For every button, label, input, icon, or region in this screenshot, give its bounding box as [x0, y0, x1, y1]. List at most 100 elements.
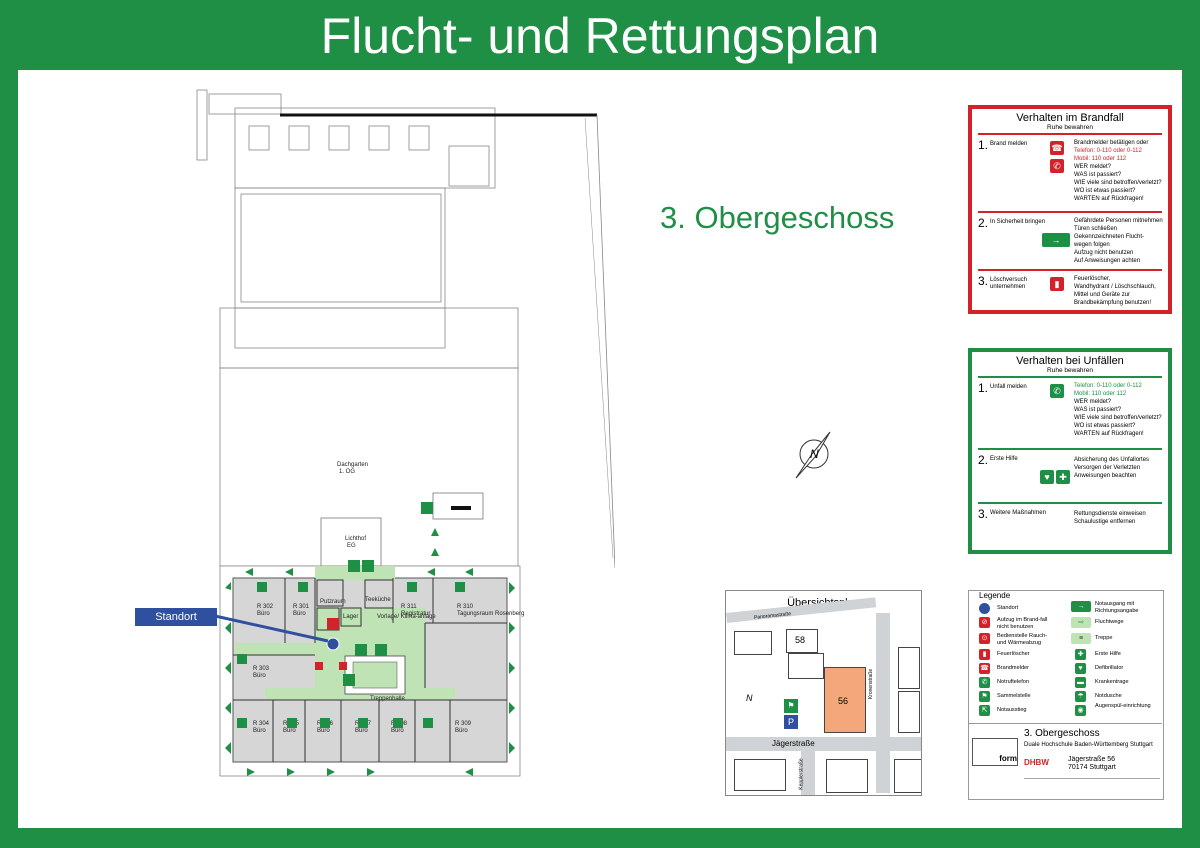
- building-block: [788, 653, 824, 679]
- building-58: 58: [786, 629, 818, 653]
- assembly-point-icon: ⚑: [784, 699, 798, 713]
- legend-item: Augenspül-einrichtung: [1095, 703, 1151, 709]
- building-block: [734, 759, 786, 791]
- titleblock-meta: [1024, 778, 1160, 797]
- street-kepplerstrasse: [801, 751, 815, 795]
- route-arrows: [225, 528, 515, 776]
- building-56: 56: [824, 667, 866, 733]
- floor-plan: R 302 Büro R 301 Büro R 311 Registratur …: [165, 88, 615, 788]
- titleblock-city: 70174 Stuttgart: [1068, 764, 1116, 771]
- room-use: Tagungsraum Rosenberg: [457, 611, 524, 617]
- first-aid-icon: ✚: [1075, 649, 1086, 660]
- legend-item: Feuerlöscher: [997, 651, 1030, 657]
- unfall-step-1: 1. Unfall melden ✆ Telefon: 0-110 oder 0…: [978, 381, 1162, 437]
- first-aid-icon: ✚: [1056, 470, 1070, 484]
- defibrillator-icon: ♥: [1040, 470, 1054, 484]
- building-block: [898, 647, 920, 689]
- room-label: R 302: [257, 604, 274, 610]
- titleblock-org: Duale Hochschule Baden-Württemberg Stutt…: [1024, 742, 1153, 748]
- room-use: Büro: [355, 728, 368, 734]
- teekueche-label: Teeküche: [365, 597, 391, 603]
- building-block: [826, 759, 868, 793]
- room-use: Büro: [391, 728, 404, 734]
- legend-item: Notausstieg: [997, 707, 1027, 713]
- treppenhalle-label: Treppenhalle: [370, 696, 405, 702]
- step-text: Feuerlöscher, Wandhydrant / Löschschlauc…: [1074, 276, 1156, 306]
- room-use: Büro: [257, 611, 270, 617]
- legend-item: Notruftelefon: [997, 679, 1030, 685]
- brandfall-subtitle: Ruhe bewahren: [1047, 124, 1093, 131]
- escape-route-icon: ⇨: [1071, 617, 1091, 628]
- room-use: Büro: [253, 673, 266, 679]
- exit-arrow-icon: →: [1071, 601, 1091, 612]
- shower-icon: ☂: [1075, 691, 1086, 702]
- floor-title: 3. Obergeschoss: [660, 200, 895, 235]
- building-block: [898, 691, 920, 733]
- unfall-step-2: 2. Erste Hilfe ♥ ✚ Absicherung des Unfal…: [978, 453, 1150, 484]
- step-label: In Sicherheit bringen: [990, 219, 1046, 225]
- parking-icon: P: [784, 715, 798, 729]
- step-text: Telefon: 0-110 oder 0-112 Mobil: 110 ode…: [1074, 383, 1162, 437]
- step-label: Erste Hilfe: [990, 456, 1018, 462]
- fire-equipment: [315, 618, 347, 670]
- lichthof: [320, 517, 382, 567]
- room-label: R 303: [253, 666, 270, 672]
- floor-plan-drawing: R 302 Büro R 301 Büro R 311 Registratur …: [196, 89, 615, 777]
- no-elevator-icon: ⊘: [979, 617, 990, 628]
- room-label: R 309: [455, 721, 472, 727]
- fire-alarm-icon: ☎: [1050, 141, 1064, 155]
- street-label: Kepplerstraße: [798, 758, 805, 790]
- light-sub-label: EG: [347, 543, 356, 549]
- legend-item: Aufzug im Brand-fall nicht benutzen: [997, 617, 1048, 630]
- room-use: Büro: [283, 728, 296, 734]
- emergency-phone-icon: ✆: [1050, 384, 1064, 398]
- legend-title: Legende: [979, 591, 1011, 600]
- fire-alarm-icon: ☎: [979, 663, 990, 674]
- extinguisher-icon: ▮: [979, 649, 990, 660]
- legend-item: Treppe: [1095, 635, 1113, 641]
- room-label: R 310: [457, 604, 474, 610]
- roof-sub-label: 1. OG: [339, 469, 355, 475]
- unfall-title: Verhalten bei Unfällen: [1016, 355, 1124, 367]
- titleblock-floor: 3. Obergeschoss: [1024, 728, 1100, 739]
- street-jaegerstrasse: [726, 737, 921, 751]
- building-block: [894, 759, 921, 793]
- emergency-phone-icon: ✆: [979, 677, 990, 688]
- standort-icon: [979, 603, 990, 614]
- legend-item: Notausgang mit Richtungsangabe: [1095, 601, 1139, 614]
- phone-icon: ✆: [1050, 159, 1064, 173]
- standort-marker: [326, 637, 340, 651]
- dhbw-logo: DHBW: [1024, 758, 1049, 767]
- step-label: Unfall melden: [990, 384, 1027, 390]
- legend-item: Notdusche: [1095, 693, 1122, 699]
- standort-label: Standort: [135, 608, 217, 626]
- unfall-step-3: 3. Weitere Maßnahmen Rettungsdienste ein…: [978, 507, 1146, 525]
- legend-item: Defibrillator: [1095, 665, 1124, 671]
- step-label: Weitere Maßnahmen: [990, 510, 1046, 516]
- step-label: Brand melden: [990, 141, 1028, 147]
- legend-item: Erste Hilfe: [1095, 651, 1121, 657]
- street-label: Kronenstraße: [868, 668, 875, 700]
- eyewash-icon: ◉: [1075, 705, 1086, 716]
- room-use: Registratur: [401, 611, 430, 617]
- unfall-panel: Verhalten bei Unfällen Ruhe bewahren 1. …: [968, 348, 1172, 554]
- street-label: Jägerstraße: [772, 739, 815, 748]
- brandfall-step-3: 3. Löschversuch unternehmen ▮ Feuerlösch…: [978, 274, 1156, 306]
- overview-north-icon: N: [746, 693, 753, 703]
- putzraum-label: Putzraum: [320, 599, 346, 605]
- north-arrow-icon: N: [786, 426, 842, 484]
- title-block: 3. Obergeschoss Duale Hochschule Baden-W…: [968, 723, 1162, 799]
- lager-label: Lager: [343, 614, 358, 620]
- exit-arrow-icon: →: [1042, 233, 1070, 247]
- standort-pointer: [214, 614, 329, 643]
- unfall-subtitle: Ruhe bewahren: [1047, 367, 1093, 374]
- legend-item: Bedienstelle Rauch- und Wärmeabzug: [997, 633, 1048, 646]
- brandfall-step-1: 1. Brand melden ☎ ✆ Brandmelder betätige…: [978, 138, 1162, 202]
- brandfall-title: Verhalten im Brandfall: [1016, 112, 1124, 124]
- brandfall-panel: Verhalten im Brandfall Ruhe bewahren 1. …: [968, 105, 1172, 314]
- step-text: Absicherung des Unfallortes Versorgen de…: [1074, 457, 1150, 479]
- legend-item: Sammelstelle: [997, 693, 1031, 699]
- titleblock-address: Jägerstraße 56: [1068, 756, 1116, 763]
- assembly-point-icon: ⚑: [979, 691, 990, 702]
- room-use: Büro: [293, 611, 306, 617]
